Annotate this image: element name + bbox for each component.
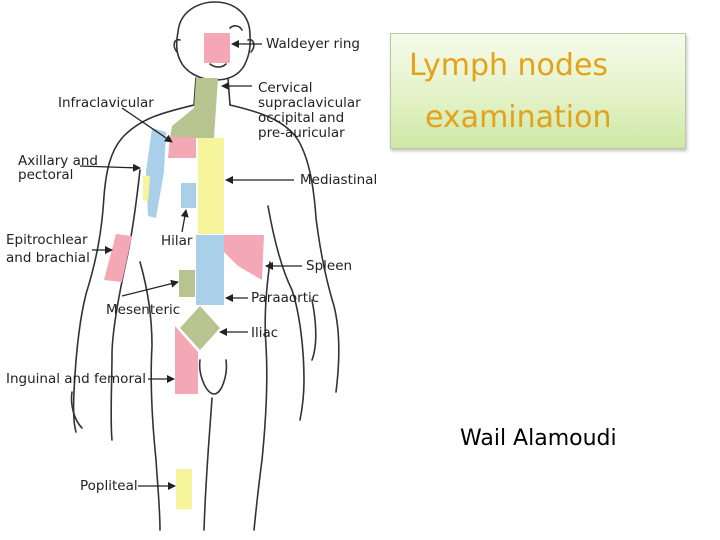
label-epitrochlear-2: and brachial — [6, 250, 90, 266]
label-mediastinal: Mediastinal — [300, 172, 378, 188]
label-spleen: Spleen — [306, 258, 353, 274]
spleen-node — [224, 235, 264, 280]
cervical-node — [170, 78, 218, 138]
axillary-node — [146, 128, 166, 218]
label-mesenteric: Mesenteric — [106, 302, 181, 318]
label-cervical-2: supraclavicular — [258, 95, 361, 111]
inguinal-node — [175, 326, 198, 394]
label-iliac: Iliac — [251, 325, 279, 341]
title-line-1: Lymph nodes — [409, 48, 609, 83]
body-outline — [70, 1, 340, 531]
label-axillary-1: Axillary and — [18, 153, 98, 169]
label-waldeyer-ring: Waldeyer ring — [266, 36, 360, 52]
waldeyer-ring-node — [204, 33, 230, 63]
label-popliteal: Popliteal — [80, 478, 138, 494]
label-cervical-3: occipital and — [258, 110, 345, 126]
label-hilar: Hilar — [161, 233, 193, 249]
axillary-node-small — [143, 176, 150, 202]
arrow-mesenteric — [121, 279, 179, 297]
hilar-node — [181, 183, 196, 208]
label-cervical-4: pre-auricular — [258, 125, 345, 141]
iliac-node — [180, 306, 220, 350]
label-infraclavicular: Infraclavicular — [58, 95, 154, 111]
epitrochlear-node — [104, 234, 132, 282]
arrow-axillary — [79, 163, 141, 172]
mesenteric-node — [179, 270, 195, 297]
arrow-hilar — [180, 209, 189, 233]
popliteal-node — [176, 469, 192, 509]
infraclavicular-node — [168, 136, 196, 158]
node-regions — [104, 33, 264, 509]
label-paraaortic: Paraaortic — [251, 290, 320, 306]
title-box: Lymph nodes examination — [390, 33, 686, 149]
label-cervical-1: Cervical — [258, 80, 313, 96]
label-inguinal: Inguinal and femoral — [6, 371, 147, 387]
mediastinal-node — [198, 138, 224, 234]
author-name: Wail Alamoudi — [460, 426, 617, 451]
paraaortic-node — [196, 235, 224, 305]
label-axillary-2: pectoral — [18, 167, 74, 183]
arrow-infraclavicular — [121, 107, 173, 143]
label-epitrochlear-1: Epitrochlear — [6, 232, 88, 248]
title-line-2: examination — [425, 100, 612, 135]
pointer-arrows — [79, 40, 302, 490]
